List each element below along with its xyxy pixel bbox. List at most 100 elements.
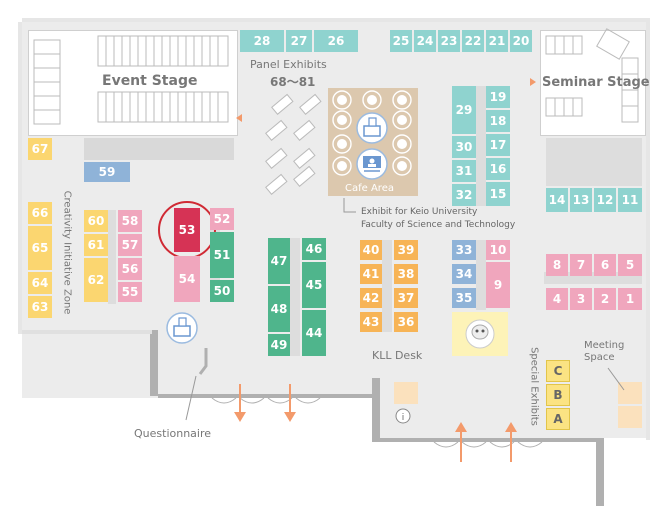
booth-64[interactable]: 64 [28,272,52,294]
booth-30[interactable]: 30 [452,136,476,158]
info-icon: i [395,408,411,424]
booth-b[interactable]: B [546,384,570,406]
booth-54[interactable]: 54 [174,256,200,302]
booth-36[interactable]: 36 [394,312,418,332]
divider [544,272,642,284]
booth-35[interactable]: 35 [452,288,476,308]
wall-segment [158,394,598,442]
event-stage-arrow [236,114,242,122]
booth-56[interactable]: 56 [118,258,142,280]
booth-17[interactable]: 17 [486,134,510,156]
seminar-stage-label: Seminar Stage [542,75,650,90]
cafe-area-label: Cafe Area [345,183,394,194]
svg-text:i: i [402,413,405,423]
booth-18[interactable]: 18 [486,110,510,132]
questionnaire-box-icon [166,312,198,344]
booth-a[interactable]: A [546,408,570,430]
booth-47[interactable]: 47 [268,238,290,284]
booth-26[interactable]: 26 [314,30,358,52]
booth-12[interactable]: 12 [594,188,616,212]
booth-11[interactable]: 11 [618,188,642,212]
booth-38[interactable]: 38 [394,264,418,284]
booth-59[interactable]: 59 [84,162,130,182]
booth-6[interactable]: 6 [594,254,616,276]
booth-25[interactable]: 25 [390,30,412,52]
divider [84,138,234,160]
booth-1[interactable]: 1 [618,288,642,310]
booth-7[interactable]: 7 [570,254,592,276]
booth-13[interactable]: 13 [570,188,592,212]
booth-32[interactable]: 32 [452,184,476,206]
booth-24[interactable]: 24 [414,30,436,52]
booth-55[interactable]: 55 [118,282,142,302]
booth-51[interactable]: 51 [210,232,234,278]
booth-33[interactable]: 33 [452,240,476,260]
booth-27[interactable]: 27 [286,30,312,52]
booth-5[interactable]: 5 [618,254,642,276]
booth-19[interactable]: 19 [486,86,510,108]
booth-44[interactable]: 44 [302,310,326,356]
booth-67[interactable]: 67 [28,138,52,160]
floor-area-lower-right [380,334,650,438]
booth-34[interactable]: 34 [452,264,476,284]
presentation-icon [356,148,388,180]
wall-segment [198,348,208,375]
booth-16[interactable]: 16 [486,158,510,180]
booth-42[interactable]: 42 [360,288,382,308]
panel-range-label: 68～81 [270,75,316,89]
booth-23[interactable]: 23 [438,30,460,52]
booth-14[interactable]: 14 [546,188,568,212]
booth-41[interactable]: 41 [360,264,382,284]
booth-60[interactable]: 60 [84,210,108,232]
booth-2[interactable]: 2 [594,288,616,310]
panel-exhibits-label: Panel Exhibits [250,58,327,71]
booth-28[interactable]: 28 [240,30,284,52]
booth-43[interactable]: 43 [360,312,382,332]
booth-39[interactable]: 39 [394,240,418,260]
booth-53[interactable]: 53 [174,208,200,252]
booth-3[interactable]: 3 [570,288,592,310]
cafe-chairs [332,90,412,176]
divider [108,210,116,304]
divider [546,138,642,186]
seminar-stage [540,30,646,136]
keio-leader-line [343,198,356,213]
booth-8[interactable]: 8 [546,254,568,276]
booth-c[interactable]: C [546,360,570,382]
booth-48[interactable]: 48 [268,286,290,332]
booth-46[interactable]: 46 [302,238,326,260]
booth-52[interactable]: 52 [210,208,234,230]
booth-10[interactable]: 10 [486,240,510,260]
booth-9[interactable]: 9 [486,262,510,308]
booth-63[interactable]: 63 [28,296,52,318]
booth-15[interactable]: 15 [486,182,510,206]
divider [382,240,392,332]
seminar-stage-arrow [530,78,536,86]
booth-58[interactable]: 58 [118,210,142,232]
booth-66[interactable]: 66 [28,202,52,224]
meeting-leader-line [607,367,625,391]
booth-37[interactable]: 37 [394,288,418,308]
booth-57[interactable]: 57 [118,234,142,256]
booth-62[interactable]: 62 [84,258,108,302]
questionnaire-label: Questionnaire [134,427,212,440]
meeting-desk [618,406,642,428]
booth-49[interactable]: 49 [268,334,290,356]
booth-31[interactable]: 31 [452,160,476,182]
divider [476,240,486,310]
booth-65[interactable]: 65 [28,226,52,270]
booth-4[interactable]: 4 [546,288,568,310]
booth-20[interactable]: 20 [510,30,532,52]
seminar-stage-seating [545,28,639,123]
booth-61[interactable]: 61 [84,234,108,256]
booth-45[interactable]: 45 [302,262,326,308]
booth-21[interactable]: 21 [486,30,508,52]
booth-40[interactable]: 40 [360,240,382,260]
booth-29[interactable]: 29 [452,86,476,134]
booth-22[interactable]: 22 [462,30,484,52]
meeting-desk [618,382,642,404]
special-exhibits-label: Special Exhibits [528,347,540,426]
booth-50[interactable]: 50 [210,280,234,302]
